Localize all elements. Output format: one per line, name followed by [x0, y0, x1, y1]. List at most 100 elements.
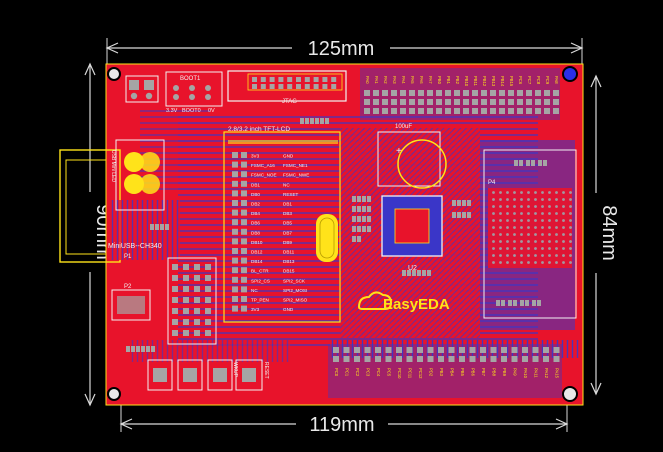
header-pin	[472, 108, 478, 114]
lcd-pin	[232, 276, 238, 283]
mount-hole-tr	[562, 66, 578, 82]
uart-pin	[183, 286, 189, 292]
smd-pad	[452, 200, 456, 206]
header-pin	[526, 99, 532, 105]
header-top-pin-label: PA8	[554, 76, 559, 84]
header-top-pin-label: PB14	[500, 76, 505, 87]
smd-pad	[165, 224, 169, 230]
lcd-pin	[241, 200, 247, 206]
header-bottom-pin-label: PC12	[418, 368, 423, 379]
header-top-pin-label: PB13	[491, 76, 496, 87]
smd-pad	[467, 200, 471, 206]
jtag-pin	[260, 84, 266, 89]
header-top-pin-label: PA5	[410, 76, 415, 84]
uart-pin	[194, 286, 200, 292]
lcd-pin	[232, 209, 238, 216]
lcd-pin-label-left: DB1	[251, 182, 260, 187]
smd-pad	[352, 196, 356, 202]
header-pin	[406, 347, 413, 353]
boot1-label: BOOT1	[180, 76, 201, 82]
lcd-pin-label-right: DB11	[283, 250, 295, 255]
capacitor-label: 100uF	[395, 124, 412, 130]
header-pin	[535, 108, 541, 114]
header-top-pin-label: PB11	[473, 76, 478, 87]
dimension-bottom-label: 119mm	[309, 414, 374, 436]
lcd-pin-grid	[232, 152, 247, 312]
lcd-pin	[232, 171, 238, 178]
smd-pad	[531, 160, 535, 166]
header-top-pin-label: PB12	[482, 76, 487, 87]
smd-pad	[352, 206, 356, 212]
svg-text:+: +	[396, 146, 402, 157]
smd-pad	[150, 224, 154, 230]
header-pin	[343, 356, 350, 362]
p1-label: P1	[124, 254, 132, 260]
header-pin	[544, 90, 550, 96]
header-pin	[400, 108, 406, 114]
header-pin	[364, 90, 370, 96]
jtag-pin	[278, 84, 284, 89]
lcd-pin-label-left: DB6	[251, 221, 260, 226]
lcd-pin	[241, 209, 247, 216]
header-pin	[427, 99, 433, 105]
uart-pin	[194, 319, 200, 325]
lcd-pin	[241, 257, 247, 264]
header-bottom-pin-label: PC1	[345, 368, 350, 377]
header-pin	[526, 90, 532, 96]
header-pin	[490, 99, 496, 105]
header-pin	[517, 90, 523, 96]
uart-pin	[205, 264, 211, 270]
smd-pad	[325, 118, 329, 124]
uart-pin	[194, 297, 200, 303]
header-pin	[469, 356, 476, 362]
header-pin	[417, 347, 423, 353]
smd-pad	[310, 118, 314, 124]
lcd-pin-label-right: FSMC_NE1	[283, 163, 308, 168]
logo-text: EasyEDA	[383, 296, 450, 313]
lcd-pin-label-right: DB15	[283, 269, 295, 274]
boot-jumper: BOOT1 3.3V BOOT0 0V	[165, 71, 223, 114]
smd-components	[126, 118, 547, 352]
header-pin	[490, 108, 496, 114]
uart-pin	[172, 330, 178, 336]
smd-pad	[362, 226, 366, 232]
header-bottom-pin-label: PB9	[502, 368, 507, 377]
mcu-chip: U2	[381, 195, 443, 272]
header-pin	[463, 108, 469, 114]
header-pin	[391, 99, 397, 105]
lcd-pin-label-left: DB12	[251, 250, 263, 255]
jtag-label: JTAG	[282, 99, 297, 105]
smd-pad	[136, 346, 140, 352]
smd-pad	[362, 206, 366, 212]
header-pin	[481, 108, 487, 114]
header-top-pin-label: PA2	[383, 76, 388, 84]
header-pin	[385, 347, 392, 353]
header-top-pin-label: PC8	[536, 76, 541, 85]
lcd-pin	[241, 248, 247, 254]
header-pin	[427, 90, 433, 96]
jtag-pin	[252, 77, 257, 82]
smd-pad	[155, 224, 159, 230]
lcd-pin-label-right: GND	[283, 307, 294, 312]
header-pin	[511, 347, 518, 353]
header-pin	[354, 356, 360, 362]
header-bottom-pin-label: PB8	[492, 368, 497, 377]
uart-pin	[172, 275, 178, 281]
header-pin	[499, 108, 505, 114]
header-bottom-pin-label: PC2	[355, 368, 360, 377]
lcd-pin	[241, 152, 247, 158]
reset-button: RESET	[235, 359, 269, 391]
lcd-pin-label-right: DB7	[283, 230, 292, 235]
electrolytic-capacitor: 100uF +	[377, 124, 447, 189]
uart-pin	[183, 264, 189, 270]
smd-pad	[367, 196, 371, 202]
smd-pad	[357, 206, 361, 212]
header-pin	[445, 99, 451, 105]
dimension-right: 84mm	[585, 74, 620, 396]
lcd-pin-label-right: SPI2_MISO	[283, 298, 308, 303]
smd-pad	[160, 224, 164, 230]
boot0-label: BOOT0	[182, 108, 201, 114]
smd-pad	[362, 196, 366, 202]
boot-pin	[205, 85, 211, 91]
